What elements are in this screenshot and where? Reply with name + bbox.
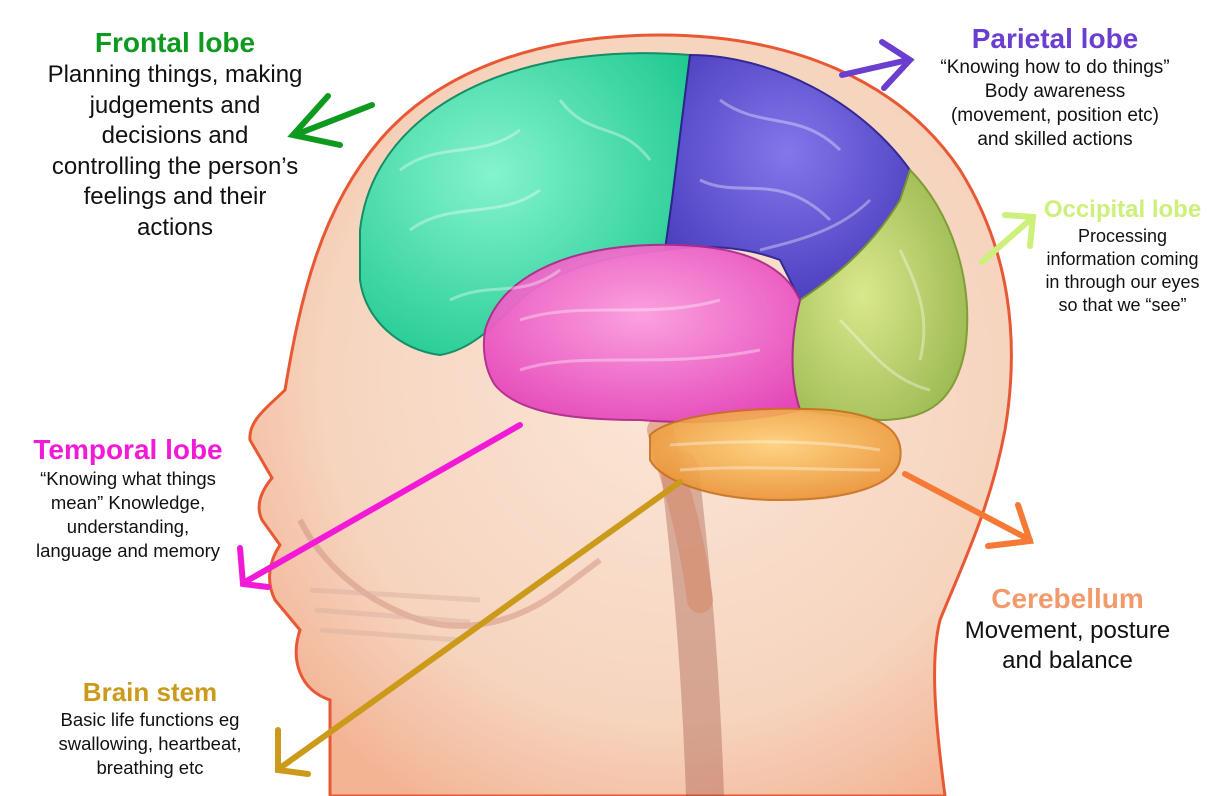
frontal-lobe-description: Planning things, making judgements and d… <box>20 60 330 243</box>
brainstem-description: Basic life functions eg swallowing, hear… <box>25 708 275 780</box>
cerebellum-shape <box>650 409 901 500</box>
frontal-lobe-title: Frontal lobe <box>20 26 330 60</box>
temporal-lobe-title: Temporal lobe <box>8 433 248 467</box>
frontal-lobe-label: Frontal lobe Planning things, making jud… <box>20 26 330 243</box>
parietal-lobe-label: Parietal lobe “Knowing how to do things”… <box>905 22 1205 152</box>
brainstem-title: Brain stem <box>25 676 275 708</box>
cerebellum-description: Movement, posture and balance <box>955 616 1180 676</box>
cerebellum-label: Cerebellum Movement, posture and balance <box>955 582 1180 676</box>
parietal-lobe-description: “Knowing how to do things” Body awarenes… <box>905 56 1205 152</box>
occipital-lobe-label: Occipital lobe Processing information co… <box>1030 195 1215 317</box>
cerebellum-title: Cerebellum <box>955 582 1180 616</box>
occipital-lobe-title: Occipital lobe <box>1030 195 1215 225</box>
occipital-lobe-description: Processing information coming in through… <box>1030 225 1215 317</box>
temporal-lobe-label: Temporal lobe “Knowing what things mean”… <box>8 433 248 563</box>
temporal-lobe-description: “Knowing what things mean” Knowledge, un… <box>8 467 248 563</box>
brainstem-label: Brain stem Basic life functions eg swall… <box>25 676 275 780</box>
parietal-lobe-title: Parietal lobe <box>905 22 1205 56</box>
